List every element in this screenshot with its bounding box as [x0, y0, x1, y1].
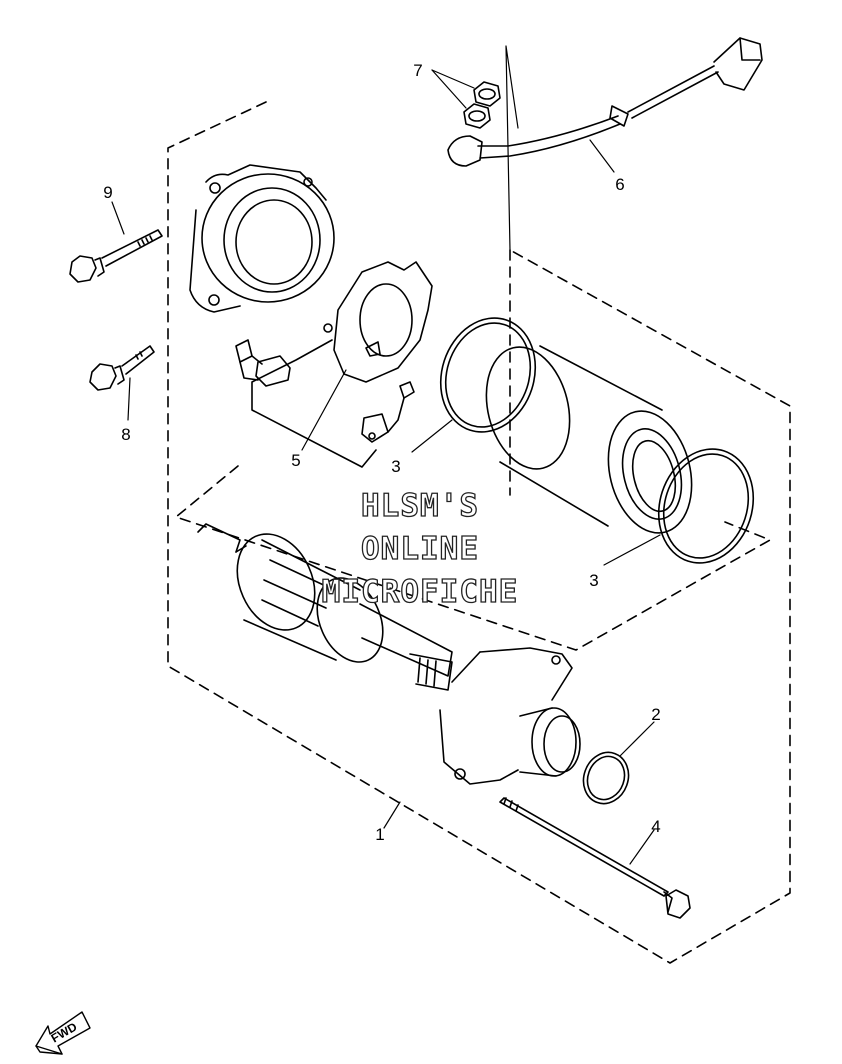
- assembly-boundary-inner: [175, 465, 771, 651]
- leader-lines: [111, 45, 661, 865]
- callout-6: 6: [615, 175, 624, 194]
- callout-1: 1: [375, 825, 384, 844]
- watermark-line-2: ONLINE: [360, 530, 479, 567]
- brush-plate: [323, 261, 433, 383]
- o-ring-upper: [439, 317, 537, 433]
- fwd-arrow-icon: [35, 1011, 91, 1055]
- brush-lead-wiring: [251, 339, 377, 468]
- brush-holder-left: [235, 339, 291, 387]
- bolt-8: [89, 345, 155, 391]
- starter-cable: [447, 37, 763, 167]
- callout-8: 8: [121, 425, 130, 444]
- through-bolt-4: [499, 797, 691, 919]
- callout-7: 7: [413, 61, 422, 80]
- nut-7-lower: [463, 103, 491, 129]
- nut-7-upper: [473, 81, 501, 107]
- fwd-label: FWD: [49, 1019, 80, 1045]
- rear-cover: [439, 647, 581, 785]
- bolt-9: [69, 229, 163, 283]
- callout-4: 4: [651, 817, 660, 836]
- watermark-line-3: MICROFICHE: [321, 573, 519, 610]
- callout-9: 9: [103, 183, 112, 202]
- armature: [197, 523, 453, 691]
- callout-3-upper: 3: [391, 457, 400, 476]
- watermark-line-1: HLSM'S: [360, 487, 479, 524]
- callout-2: 2: [651, 705, 660, 724]
- brush-holder-lower: [361, 381, 415, 443]
- callout-5: 5: [291, 451, 300, 470]
- o-ring-lower: [657, 448, 755, 564]
- callout-3-lower: 3: [589, 571, 598, 590]
- assembly-boundary-outer: [167, 101, 791, 964]
- o-ring-2: [582, 751, 630, 805]
- front-cover: [189, 164, 335, 313]
